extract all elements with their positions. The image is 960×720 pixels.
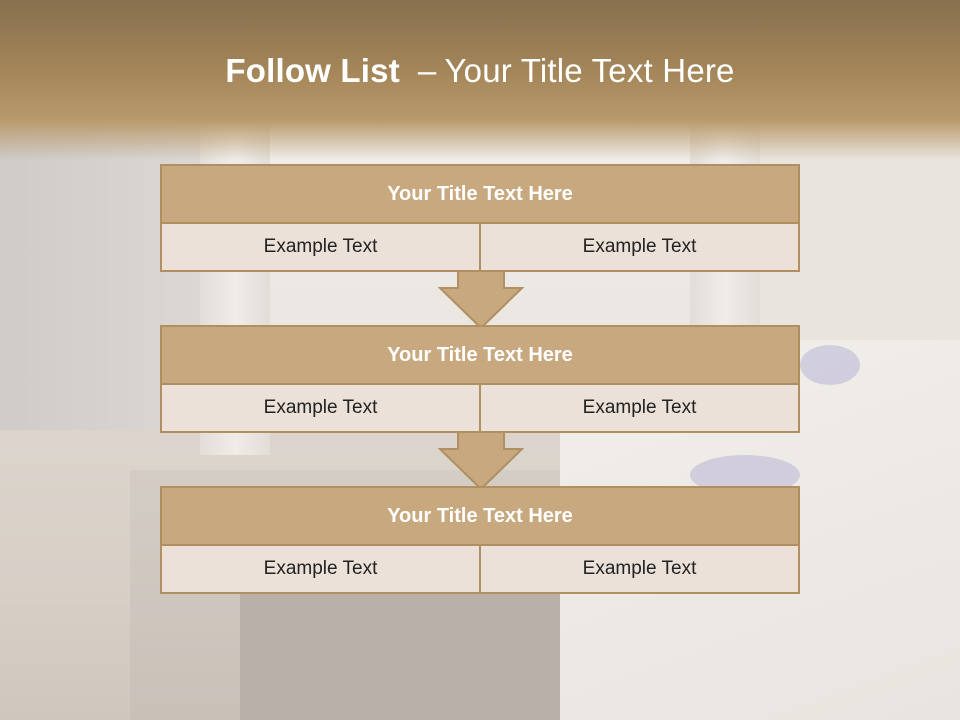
step-title: Your Title Text Here [162,166,798,224]
step-cell-left: Example Text [162,385,479,431]
title-rest: Your Title Text Here [444,52,735,89]
step-cell-right: Example Text [479,385,798,431]
table-shadow [240,590,570,720]
step-title: Your Title Text Here [162,327,798,385]
step-row: Example Text Example Text [162,385,798,431]
down-arrow-icon [438,270,524,330]
step-row: Example Text Example Text [162,546,798,592]
step-block-3: Your Title Text Here Example Text Exampl… [160,486,800,594]
step-cell-left: Example Text [162,546,479,592]
title-bold: Follow List [225,52,400,89]
step-block-2: Your Title Text Here Example Text Exampl… [160,325,800,433]
step-title: Your Title Text Here [162,488,798,546]
cushion [800,345,860,385]
step-cell-left: Example Text [162,224,479,270]
step-row: Example Text Example Text [162,224,798,270]
step-block-1: Your Title Text Here Example Text Exampl… [160,164,800,272]
slide-title: Follow List–Your Title Text Here [0,52,960,90]
title-dash: – [417,52,437,89]
header-band [0,0,960,160]
step-cell-right: Example Text [479,546,798,592]
down-arrow-icon [438,431,524,491]
step-cell-right: Example Text [479,224,798,270]
